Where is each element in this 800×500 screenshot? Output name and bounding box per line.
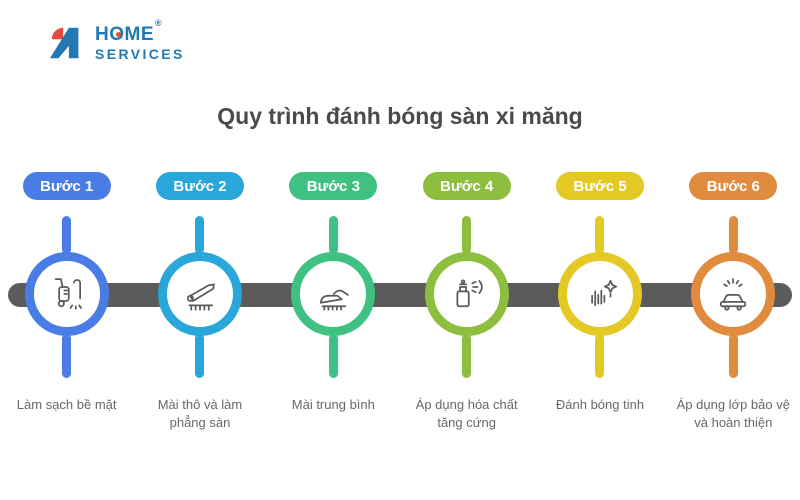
process-timeline: Bước 1 Làm sạch bề mặt Bước 2 Mài thô và… [0,170,800,470]
step-circle [691,252,776,336]
connector-stem-top [328,216,338,254]
page-title: Quy trình đánh bóng sàn xi măng [217,103,583,129]
step-badge-label: Bước 3 [306,177,360,195]
connector-stem-bottom [728,334,738,378]
home-services-logo-icon [49,27,79,59]
polish-shine-icon [579,273,621,315]
connector-stem-top [195,216,205,254]
process-step: Bước 5 Đánh bóng tinh [533,170,666,470]
logo-o-dot [116,31,121,37]
step-badge: Bước 3 [289,172,378,200]
floor-grinder-icon [179,273,221,315]
step-caption: Áp dụng lớp bảo vệ và hoàn thiện [676,397,790,430]
brand-line-home: HOME® [95,19,185,45]
connector-stem-bottom [195,334,205,378]
connector-stem-bottom [595,334,605,378]
timeline-bar [8,283,792,307]
step-circle [424,252,509,336]
process-step: Bước 3 Mài trung bình [267,170,400,470]
step-badge: Bước 6 [689,172,778,200]
step-badge-label: Bước 1 [40,177,94,195]
connector-stem-bottom [462,334,472,378]
brand-logo: HOME® SERVICES [48,19,185,62]
step-caption: Làm sạch bề mặt [16,397,117,412]
step-circle [157,252,242,336]
step-circle [557,252,642,336]
brand-line-services: SERVICES [95,45,185,62]
step-badge-label: Bước 5 [573,177,627,195]
step-caption: Đánh bóng tinh [555,397,645,412]
brand-name: HOME® SERVICES [95,19,185,62]
connector-stem-top [62,216,72,254]
registered-mark: ® [155,18,163,29]
step-circle [24,252,109,336]
connector-stem-top [462,216,472,254]
step-caption: Mài thô và làm phẳng sàn [157,397,243,430]
spray-chemical-icon [446,273,488,315]
step-badge: Bước 2 [155,172,244,200]
process-step: Bước 1 Làm sạch bề mặt [0,170,133,470]
brand-home-text: HOME [95,23,154,45]
step-badge: Bước 1 [22,172,111,200]
step-badge-label: Bước 6 [706,177,760,195]
connector-stem-bottom [328,334,338,378]
step-circle [291,252,376,336]
step-badge-label: Bước 2 [173,177,227,195]
connector-stem-top [595,216,605,254]
step-badge: Bước 4 [422,172,511,200]
protective-coating-icon [712,273,754,315]
connector-stem-top [728,216,738,254]
process-step: Bước 2 Mài thô và làm phẳng sàn [133,170,266,470]
step-badge: Bước 5 [555,172,644,200]
step-caption: Áp dụng hóa chất tăng cứng [415,397,518,430]
process-step: Bước 4 Áp dụng hóa chất tăng cứng [400,170,533,470]
floor-scrubber-icon [46,273,88,315]
hand-smoothing-icon [312,273,354,315]
connector-stem-bottom [62,334,72,378]
process-step: Bước 6 Áp dụng lớp bảo vệ và hoàn thiện [667,170,800,470]
step-caption: Mài trung bình [291,397,375,412]
steps-row: Bước 1 Làm sạch bề mặt Bước 2 Mài thô và… [0,170,800,470]
step-badge-label: Bước 4 [440,177,494,195]
